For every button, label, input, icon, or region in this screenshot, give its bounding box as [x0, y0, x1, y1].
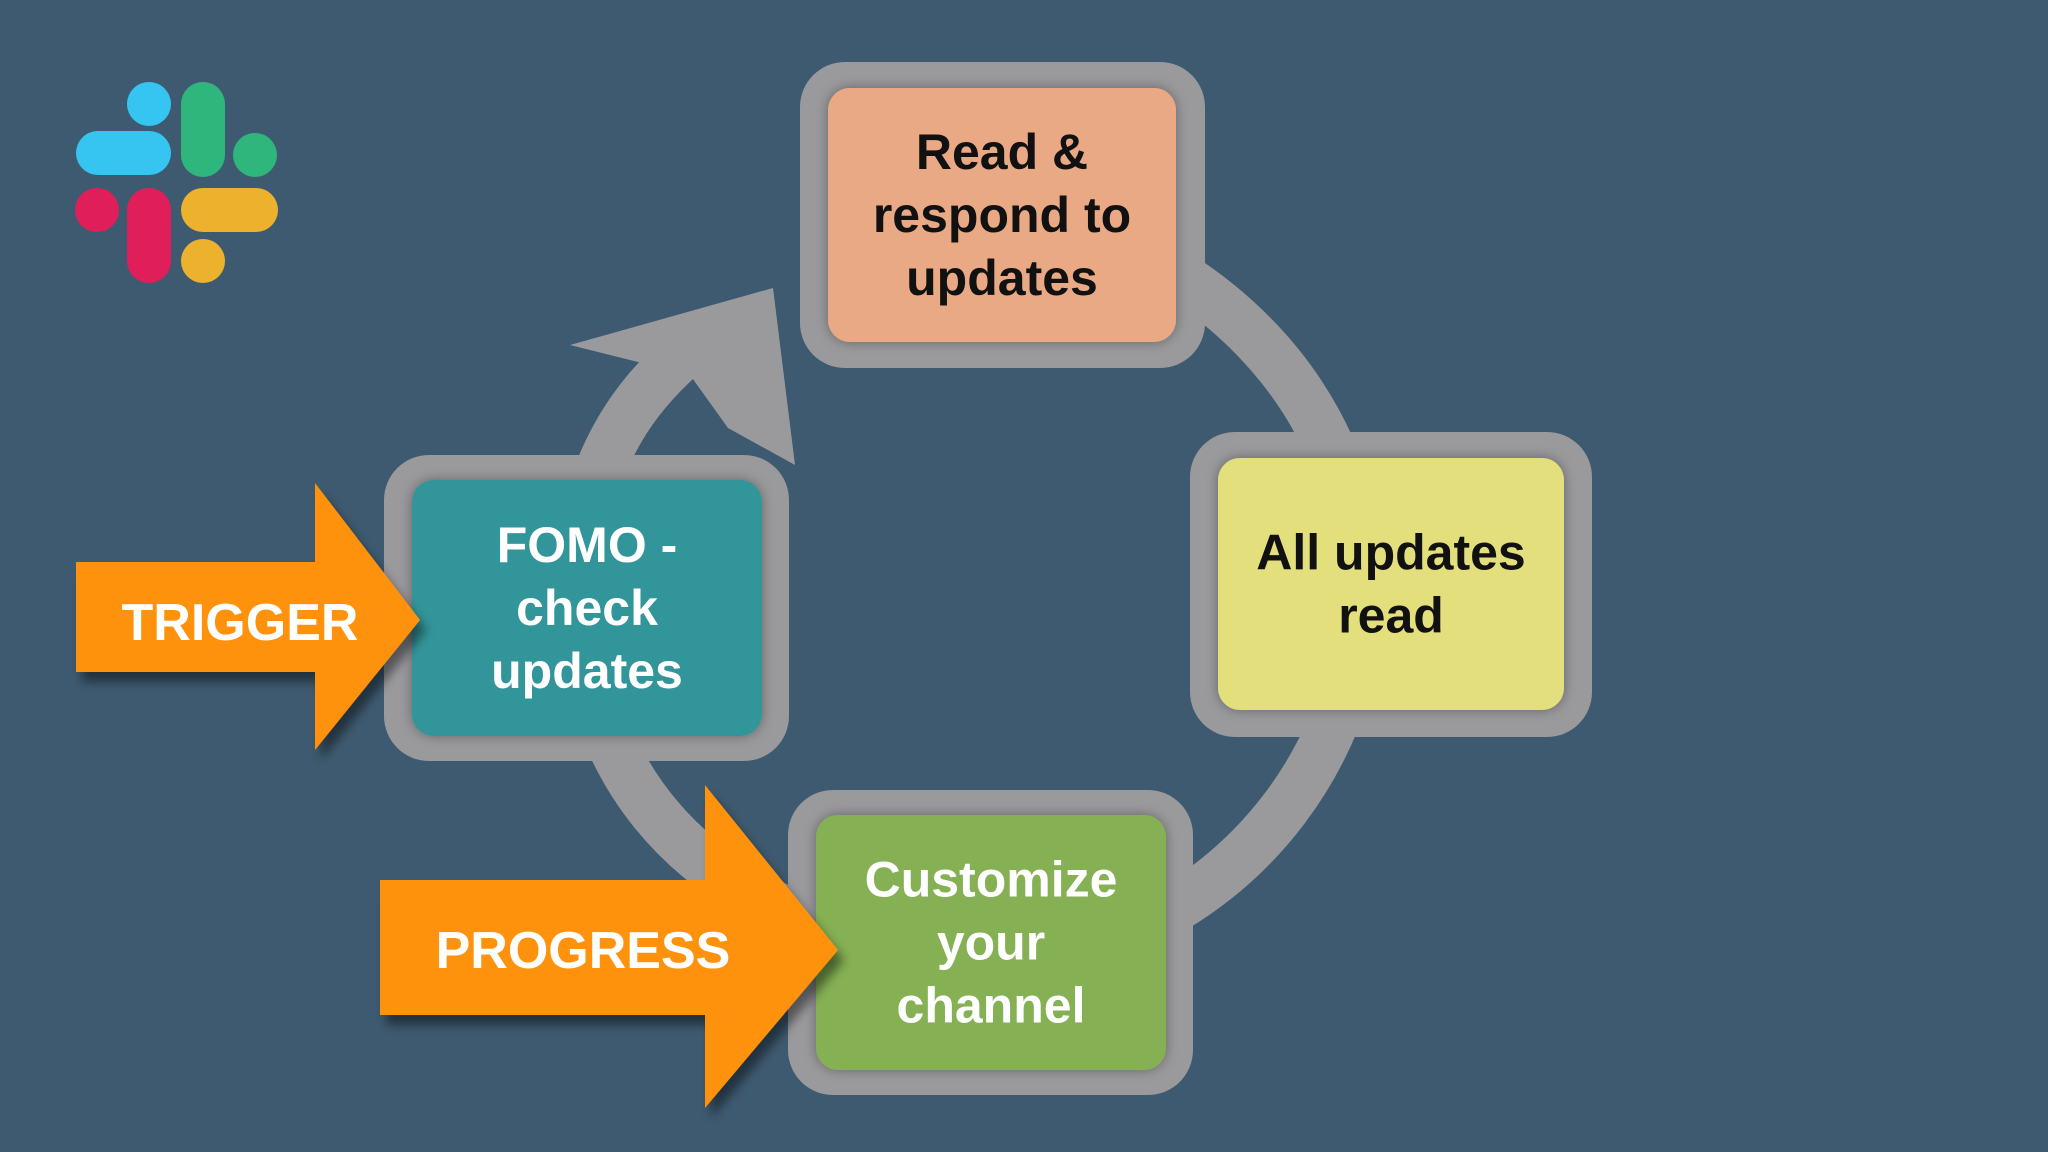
step-read-respond-line: respond to: [873, 187, 1131, 243]
logo-blue-dot: [127, 82, 171, 126]
step-fomo-line: updates: [491, 643, 683, 699]
logo-red-bar: [127, 188, 171, 283]
logo-green-bar: [181, 82, 225, 177]
logo-blue-bar: [76, 131, 171, 175]
step-fomo-label: FOMO - check updates: [491, 517, 683, 699]
step-read-respond-line: updates: [906, 250, 1098, 306]
progress-label: PROGRESS: [436, 922, 731, 980]
logo-yellow-dot: [181, 239, 225, 283]
step-customize-line: channel: [897, 978, 1086, 1034]
step-all-read-label: All updates read: [1256, 525, 1525, 644]
step-read-respond-box: [828, 88, 1176, 342]
step-customize-line: Customize: [865, 852, 1118, 908]
progress-arrow-shape: [380, 785, 838, 1108]
logo-red-dot: [75, 188, 119, 232]
logo-yellow-bar: [181, 188, 278, 232]
step-read-respond-line: Read &: [916, 124, 1088, 180]
step-all-read-box: [1218, 458, 1564, 710]
logo-green-dot: [233, 133, 277, 177]
step-read-respond-label: Read & respond to updates: [873, 124, 1131, 306]
progress-arrow: PROGRESS: [380, 785, 838, 1108]
step-all-read-line: All updates: [1256, 525, 1525, 581]
step-customize: Customize your channel: [788, 790, 1193, 1095]
step-fomo-box: [412, 480, 762, 736]
step-customize-label: Customize your channel: [865, 852, 1118, 1034]
trigger-arrow: TRIGGER: [76, 483, 420, 750]
trigger-arrow-shape: [76, 483, 420, 750]
step-all-read: All updates read: [1190, 432, 1592, 737]
cycle-arrowhead: [570, 288, 795, 465]
step-read-respond: Read & respond to updates: [800, 62, 1205, 368]
step-fomo-line: check: [516, 580, 658, 636]
step-fomo-line: FOMO -: [497, 517, 678, 573]
trigger-label: TRIGGER: [122, 594, 359, 652]
step-customize-box: [816, 815, 1166, 1070]
step-fomo: FOMO - check updates: [384, 455, 789, 761]
slack-logo: [75, 82, 278, 283]
step-all-read-line: read: [1338, 588, 1444, 644]
step-customize-line: your: [937, 915, 1045, 971]
